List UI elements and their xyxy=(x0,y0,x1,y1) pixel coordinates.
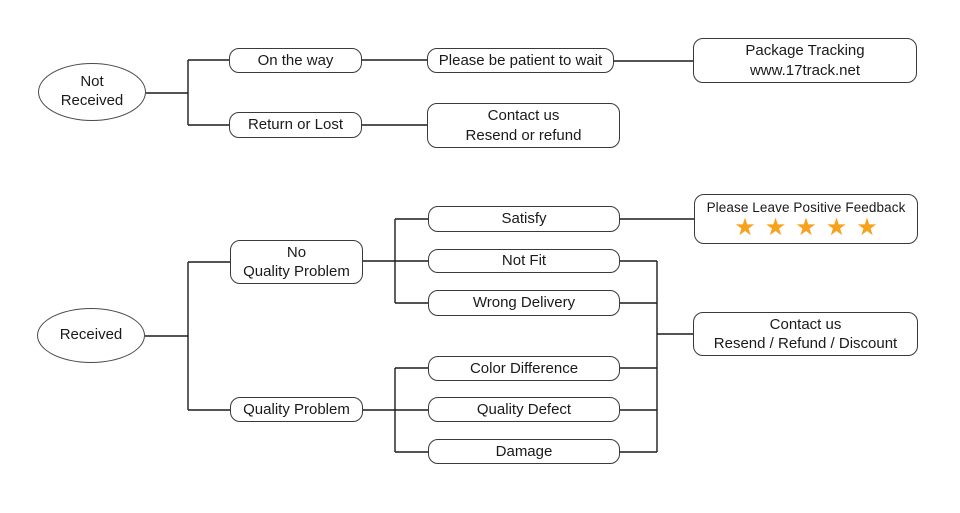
star-icon: ★ xyxy=(795,214,817,242)
no-quality-problem-line1: No xyxy=(286,243,307,261)
star-icon: ★ xyxy=(734,214,756,242)
package-tracking-line2: www.17track.net xyxy=(749,61,861,79)
node-no-quality-problem: No Quality Problem xyxy=(230,240,363,284)
contact-full-line2: Resend / Refund / Discount xyxy=(713,335,898,352)
star-rating: ★ ★ ★ ★ ★ xyxy=(734,216,878,240)
node-received: Received xyxy=(37,308,145,363)
not-received-line2: Received xyxy=(60,92,124,109)
node-not-received: Not Received xyxy=(38,63,146,121)
node-return-or-lost: Return or Lost xyxy=(229,112,362,138)
star-icon: ★ xyxy=(764,214,787,242)
node-wrong-delivery: Wrong Delivery xyxy=(428,290,620,316)
no-quality-problem-line2: Quality Problem xyxy=(243,263,350,280)
positive-feedback-label: Please Leave Positive Feedback xyxy=(706,199,906,215)
node-quality-problem: Quality Problem xyxy=(230,397,363,422)
node-satisfy: Satisfy xyxy=(428,206,620,232)
contact-resend-refund-line2: Resend or refund xyxy=(465,126,582,144)
node-not-fit: Not Fit xyxy=(428,249,620,273)
not-received-line1: Not xyxy=(80,73,104,91)
connector xyxy=(146,59,693,126)
node-please-wait: Please be patient to wait xyxy=(427,48,614,73)
node-positive-feedback: Please Leave Positive Feedback ★ ★ ★ ★ ★ xyxy=(694,194,918,244)
connector xyxy=(620,218,694,453)
connector xyxy=(145,261,230,411)
star-icon: ★ xyxy=(825,214,848,242)
node-quality-defect: Quality Defect xyxy=(428,397,620,422)
contact-resend-refund-line1: Contact us xyxy=(487,107,560,124)
node-on-the-way: On the way xyxy=(229,48,362,73)
node-color-difference: Color Difference xyxy=(428,356,620,381)
package-tracking-line1: Package Tracking xyxy=(745,42,865,59)
node-damage: Damage xyxy=(428,439,620,464)
node-contact-resend-refund: Contact us Resend or refund xyxy=(427,103,620,148)
contact-full-line1: Contact us xyxy=(769,315,842,333)
node-package-tracking: Package Tracking www.17track.net xyxy=(693,38,917,83)
connector xyxy=(363,367,428,453)
connector xyxy=(363,218,428,304)
star-icon: ★ xyxy=(856,214,878,242)
node-contact-full: Contact us Resend / Refund / Discount xyxy=(693,312,918,356)
